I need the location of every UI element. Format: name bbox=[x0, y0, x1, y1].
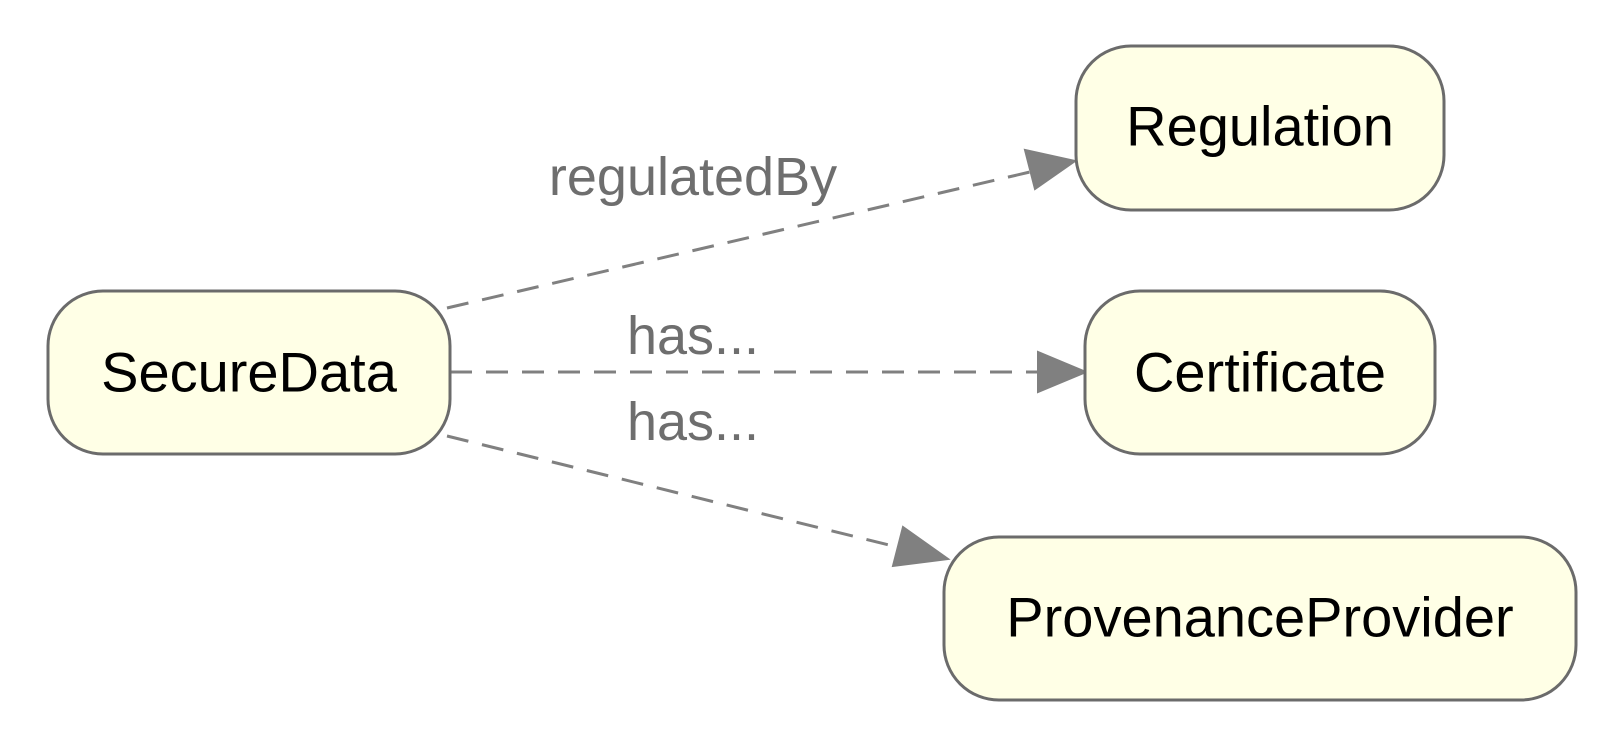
edge-has-provenance-label: has... bbox=[627, 392, 759, 452]
edge-has-provenance-line bbox=[446, 434, 894, 548]
edge-regulatedby-line bbox=[446, 170, 1031, 310]
node-provenanceprovider-box bbox=[942, 535, 1578, 702]
node-regulation-label: Regulation bbox=[1126, 95, 1394, 158]
node-certificate[interactable]: Certificate bbox=[1083, 289, 1437, 456]
edge-regulatedby-label: regulatedBy bbox=[549, 147, 837, 207]
node-certificate-label: Certificate bbox=[1134, 341, 1386, 404]
node-securedata-label: SecureData bbox=[101, 341, 398, 404]
edge-has-certificate: has... bbox=[450, 306, 1089, 394]
edge-regulatedby-arrowhead bbox=[1023, 148, 1078, 191]
node-securedata[interactable]: SecureData bbox=[46, 289, 452, 456]
edge-has-certificate-arrowhead bbox=[1037, 350, 1089, 394]
node-securedata-box bbox=[46, 289, 452, 456]
node-provenanceprovider[interactable]: ProvenanceProvider bbox=[942, 535, 1578, 702]
node-regulation-box bbox=[1074, 44, 1446, 212]
node-regulation[interactable]: Regulation bbox=[1074, 44, 1446, 212]
edge-has-certificate-label: has... bbox=[627, 306, 759, 366]
node-provenanceprovider-label: ProvenanceProvider bbox=[1006, 586, 1513, 649]
edge-has-provenance: has... bbox=[446, 392, 951, 568]
edge-regulatedby: regulatedBy bbox=[446, 147, 1078, 310]
edge-has-provenance-arrowhead bbox=[891, 525, 951, 568]
node-certificate-box bbox=[1083, 289, 1437, 456]
